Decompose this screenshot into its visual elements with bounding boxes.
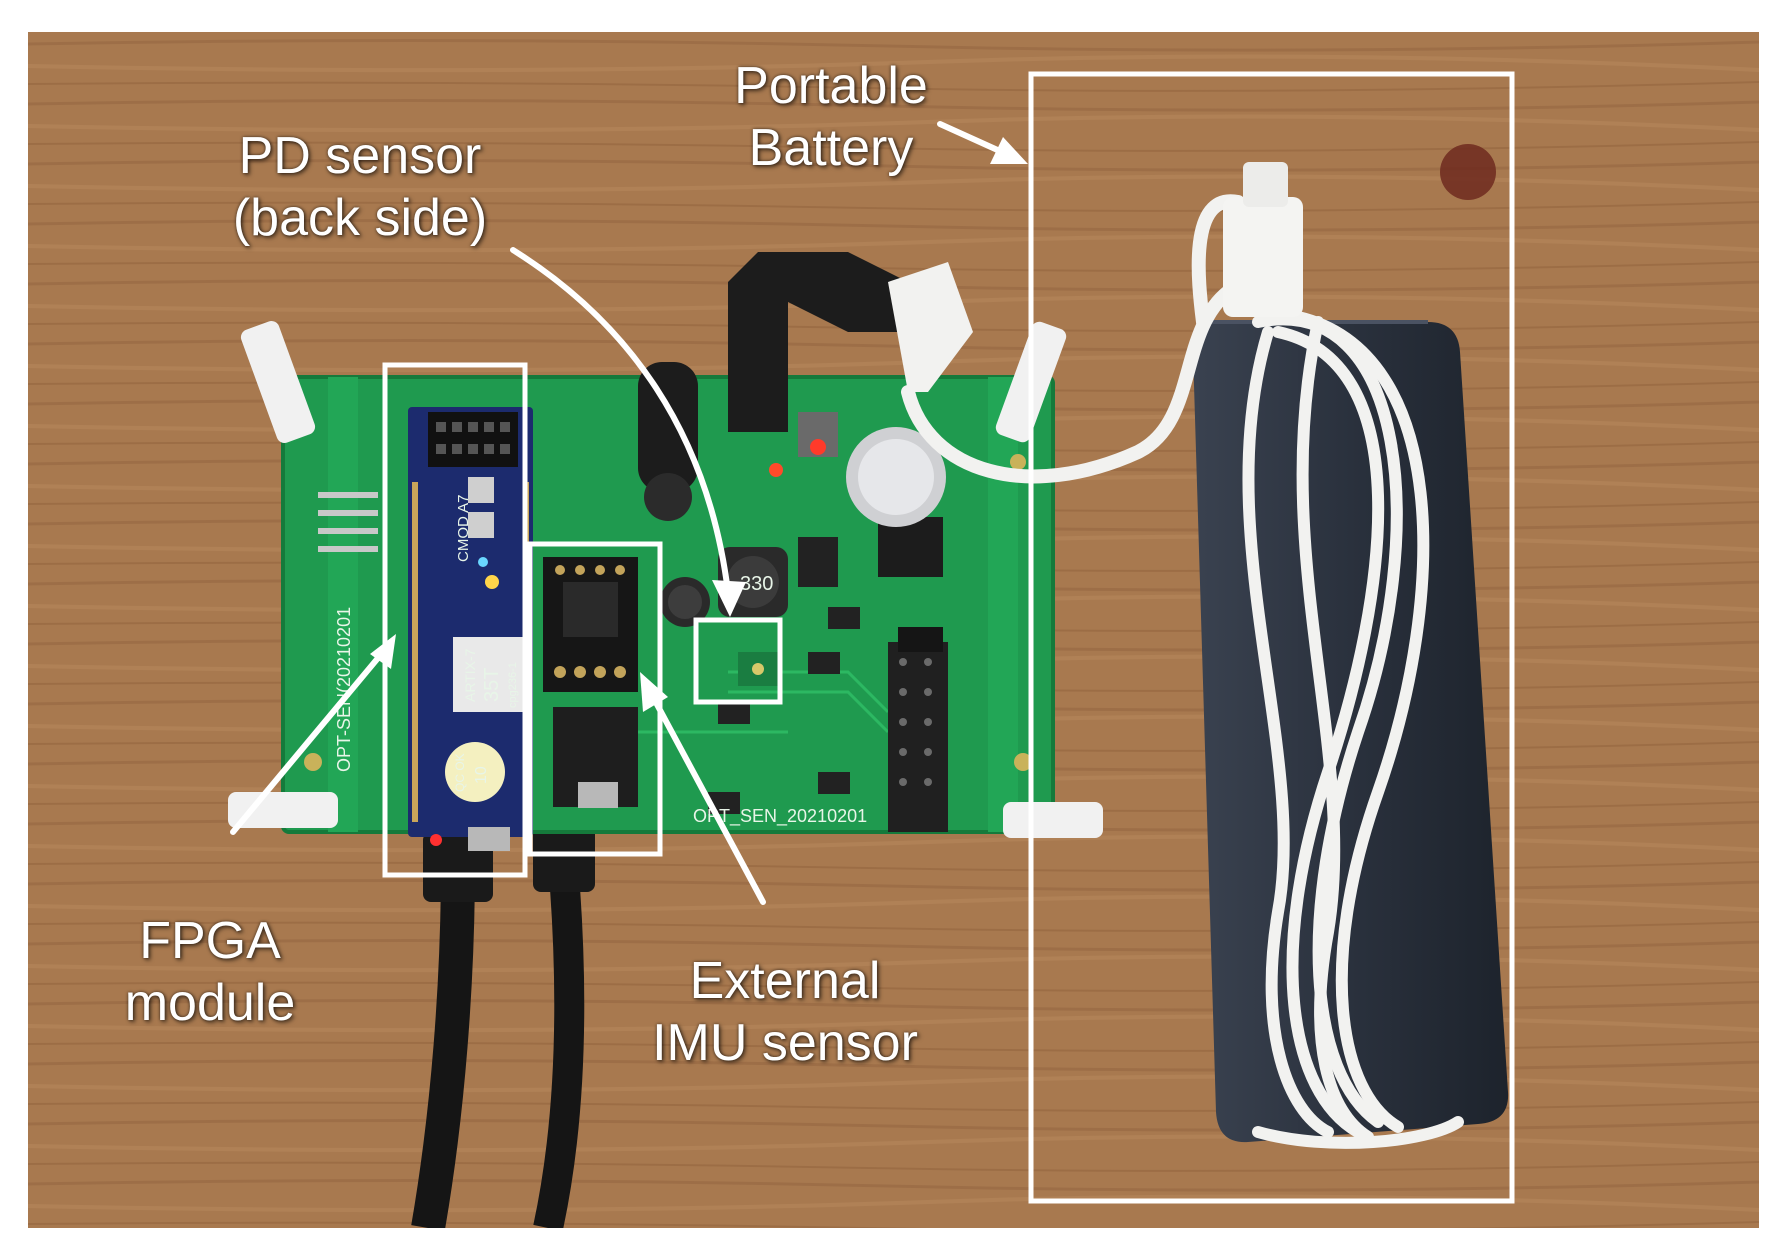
label-portable-battery-line2: Battery <box>748 119 914 177</box>
highlight-box-battery <box>1028 71 1515 1204</box>
label-portable-battery-line1: Portable <box>734 57 928 115</box>
arrowhead-imu <box>640 672 668 712</box>
desk-stain <box>1440 144 1496 200</box>
standoff <box>1003 802 1103 838</box>
qc-sticker <box>445 742 505 802</box>
arrow-fpga <box>230 649 386 835</box>
usb-plug-white <box>1223 197 1303 317</box>
highlight-box-fpga <box>382 362 528 878</box>
label-fpga-module-line1: FPGA <box>139 912 281 970</box>
fpga-board-name: CMOD A7 <box>455 494 472 562</box>
label-pd-sensor: PD sensor (back side) <box>220 125 500 249</box>
white-plug <box>888 262 973 392</box>
arrow-heads <box>370 137 1028 712</box>
pcb-name-bottom: OPT_SEN_20210201 <box>693 806 867 827</box>
pcb-board: 330 OPT_SEN_20210201 OPT-SEN(20210201 <box>281 362 1055 834</box>
fpga-usb-cable <box>411 861 475 1228</box>
svg-text:10: 10 <box>473 766 490 784</box>
arrowhead-pd <box>712 580 746 617</box>
photo-scene: 330 OPT_SEN_20210201 OPT-SEN(20210201 <box>28 32 1759 1228</box>
arrow-imu <box>650 694 766 905</box>
label-fpga-module-line2: module <box>124 974 296 1032</box>
label-portable-battery: Portable Battery <box>726 55 936 179</box>
svg-text:cpg236-1: cpg236-1 <box>507 662 519 708</box>
inductor-label: 330 <box>740 573 773 595</box>
label-fpga-module: FPGA module <box>95 910 325 1034</box>
arrow-pd <box>510 247 731 595</box>
dc-jack <box>638 362 698 492</box>
arrowhead-battery <box>990 137 1028 164</box>
svg-text:35T: 35T <box>481 668 503 702</box>
highlight-box-pd <box>693 617 783 705</box>
imu-sensor <box>543 557 638 808</box>
label-imu-sensor-line1: External <box>689 952 881 1010</box>
svg-text:ARTIX-7: ARTIX-7 <box>462 648 478 702</box>
pcb-name-side: OPT-SEN(20210201 <box>334 607 354 772</box>
fpga-chip <box>453 637 523 712</box>
standoff <box>240 321 316 443</box>
arrowhead-fpga <box>370 634 396 669</box>
label-imu-sensor-line2: IMU sensor <box>652 1014 918 1072</box>
white-usb-cable <box>901 194 1464 1149</box>
portable-battery <box>1192 320 1509 1143</box>
label-imu-sensor: External IMU sensor <box>640 950 930 1074</box>
label-pd-sensor-line1: PD sensor <box>238 127 482 185</box>
svg-text:QC OK: QC OK <box>453 753 467 792</box>
imu-usb-cable <box>533 860 585 1228</box>
fpga-module: CMOD A7 ARTIX-7 35T cpg236-1 QC OK 10 <box>408 407 533 851</box>
label-pd-sensor-line2: (back side) <box>232 189 488 247</box>
